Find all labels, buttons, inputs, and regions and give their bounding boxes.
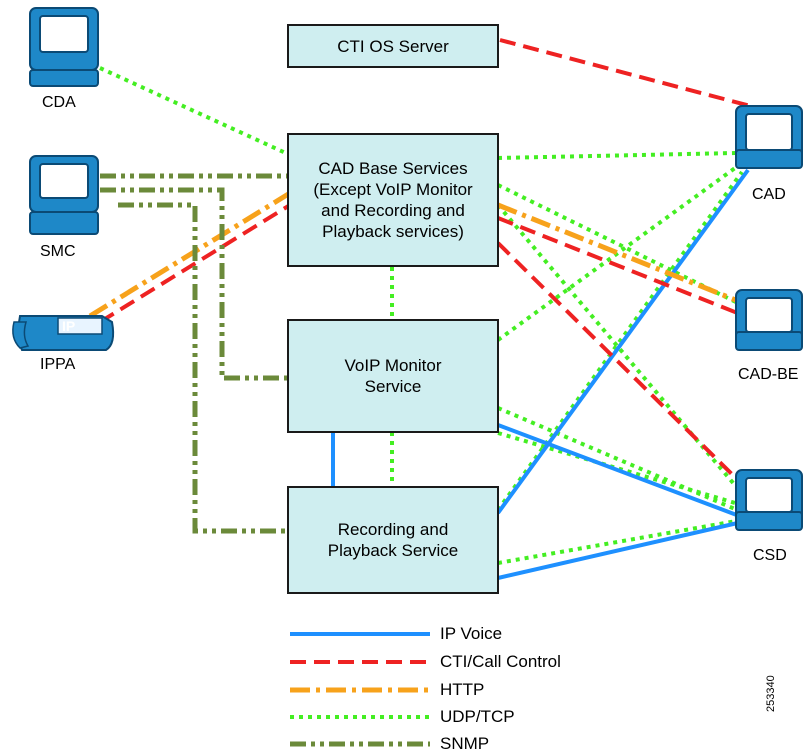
cad-base-services-box: CAD Base Services (Except VoIP Monitor a… bbox=[287, 133, 499, 267]
link-smc-recording-snmp bbox=[118, 202, 290, 534]
link-recording-cad bbox=[496, 170, 744, 512]
legend-label-cti: CTI/Call Control bbox=[440, 652, 561, 671]
ip-phone-icon bbox=[12, 315, 115, 351]
cad-be-computer-icon bbox=[735, 289, 803, 351]
link-cadbase-cadbe bbox=[497, 183, 749, 310]
link-cda-cadbase bbox=[99, 66, 291, 157]
link-cadbase-cadbe-cti bbox=[497, 216, 751, 320]
recording-playback-service-box: Recording and Playback Service bbox=[287, 486, 499, 594]
csd-label: CSD bbox=[753, 547, 787, 564]
link-cadbase-csd-cti bbox=[496, 241, 752, 494]
link-cadbase-cadbe-http bbox=[497, 202, 749, 308]
smc-label: SMC bbox=[40, 243, 76, 260]
legend-label-udp: UDP/TCP bbox=[440, 707, 515, 726]
link-voip-csd-voice bbox=[497, 423, 743, 519]
cti-os-server-box: CTI OS Server bbox=[287, 24, 499, 68]
legend-label-ip-voice: IP Voice bbox=[440, 624, 503, 643]
link-ippa-cadbase-cti bbox=[98, 203, 292, 324]
cda-label: CDA bbox=[42, 94, 76, 111]
figure-id: 253340 bbox=[765, 675, 777, 712]
cti-links bbox=[98, 38, 759, 494]
link-smc-voip-snmp bbox=[100, 187, 290, 381]
legend-label-snmp: SNMP bbox=[440, 734, 490, 753]
cad-be-label: CAD-BE bbox=[738, 366, 799, 383]
link-ctios-cad bbox=[499, 38, 759, 110]
ippa-label: IPPA bbox=[40, 356, 76, 373]
ip-phone-badge: IP bbox=[62, 318, 76, 334]
csd-computer-icon bbox=[735, 469, 803, 531]
voip-monitor-service-box: VoIP Monitor Service bbox=[287, 319, 499, 433]
legend-label-http: HTTP bbox=[440, 680, 485, 699]
cad-label: CAD bbox=[752, 186, 786, 203]
smc-computer-icon bbox=[29, 155, 99, 235]
cda-computer-icon bbox=[29, 7, 99, 87]
snmp-links bbox=[100, 173, 290, 534]
link-recording-csd-low bbox=[497, 518, 743, 565]
legend-swatches bbox=[290, 632, 430, 747]
link-cadbase-cad bbox=[497, 151, 736, 160]
ip-voice-links bbox=[331, 168, 750, 580]
link-recording-cad-voice bbox=[496, 168, 750, 515]
link-ippa-cadbase-http bbox=[88, 190, 292, 319]
link-recording-csd-voice bbox=[497, 520, 743, 580]
cad-computer-icon bbox=[735, 105, 803, 169]
http-links bbox=[88, 190, 749, 319]
link-voip-cad bbox=[496, 161, 744, 342]
